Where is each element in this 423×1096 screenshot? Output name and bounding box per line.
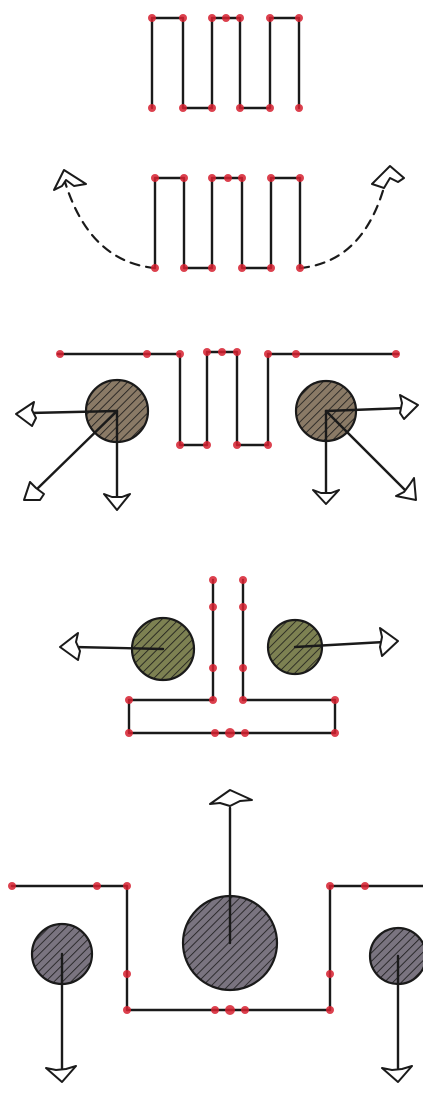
- panel-4-t-wire-balls: [59, 576, 399, 738]
- arrowhead-icon: [23, 481, 45, 501]
- arrowhead-icon: [15, 401, 37, 427]
- meander-wire: [153, 176, 302, 270]
- arrowhead-icon: [399, 394, 419, 420]
- dashed-arrow-left: [63, 180, 157, 270]
- wire-nodes: [125, 576, 339, 738]
- wire-nodes: [151, 174, 304, 272]
- arrowhead-left-icon: [53, 169, 87, 191]
- arrowhead-up-icon: [209, 789, 253, 807]
- arrowhead-down-icon: [381, 1065, 413, 1083]
- panel-2-meander-pull: [53, 165, 405, 272]
- wire-nodes: [8, 882, 369, 1015]
- panel-5-u-wire-balls: [8, 789, 423, 1083]
- wire-nodes: [148, 14, 303, 112]
- panel-3-meander-balls: [15, 348, 419, 511]
- wire-nodes: [56, 348, 400, 449]
- dashed-arrow-right: [298, 178, 388, 270]
- force-arrows: [15, 394, 419, 511]
- panel-1-meander: [148, 14, 303, 112]
- arrowhead-icon: [103, 493, 131, 511]
- force-arrows: [59, 627, 399, 661]
- ball-right-partial: [368, 926, 423, 986]
- force-arrows: [45, 789, 413, 1083]
- arrowhead-icon: [379, 627, 399, 657]
- arrowhead-down-icon: [45, 1065, 77, 1083]
- ball-right-hatch: [368, 926, 423, 986]
- meander-wire: [150, 16, 301, 110]
- arrowhead-icon: [312, 489, 340, 505]
- arrowhead-icon: [59, 632, 81, 661]
- arrowhead-right-icon: [371, 165, 405, 189]
- arrowhead-icon: [395, 477, 417, 501]
